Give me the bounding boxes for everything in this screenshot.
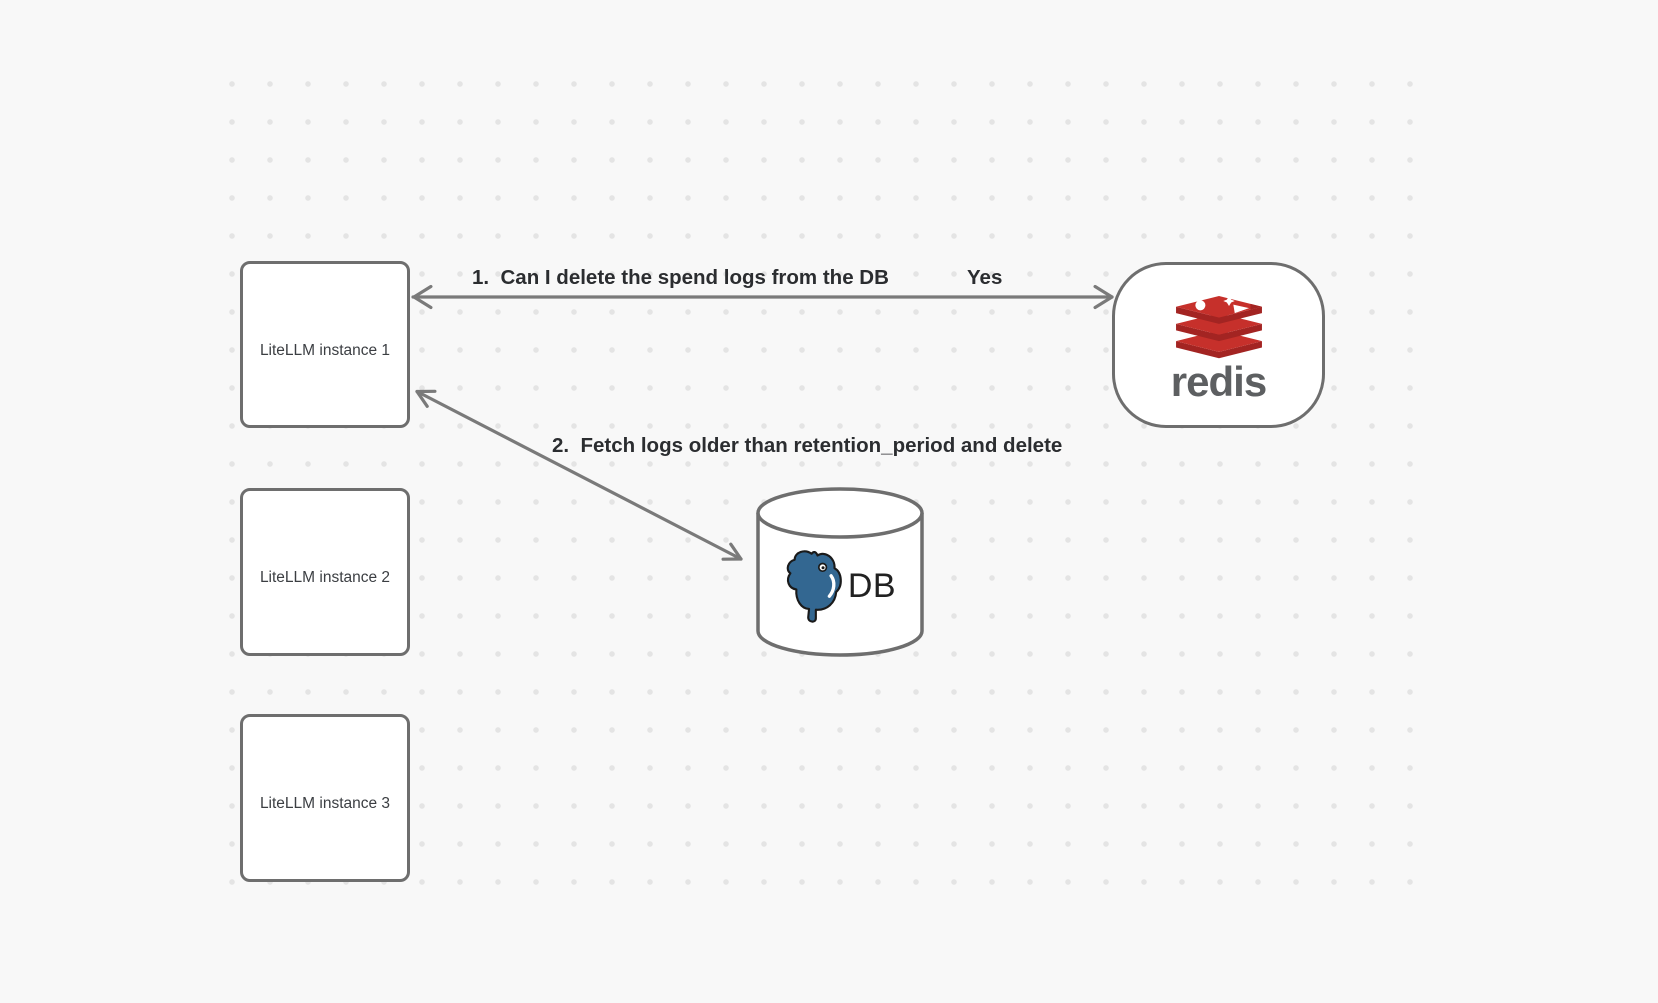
postgres-elephant-icon [786, 550, 842, 623]
node-litellm-instance-3[interactable]: LiteLLM instance 3 [240, 714, 410, 882]
node-litellm-instance-2[interactable]: LiteLLM instance 2 [240, 488, 410, 656]
redis-star-glyph [1222, 295, 1235, 306]
node-redis[interactable]: redis [1112, 262, 1325, 428]
redis-logo-icon [1175, 295, 1262, 358]
db-label: DB [847, 566, 897, 605]
node-database[interactable]: DB [751, 483, 929, 661]
edge-label-db-action[interactable]: 2. Fetch logs older than retention_perio… [552, 434, 1063, 457]
node-litellm-instance-1[interactable]: LiteLLM instance 1 [240, 261, 410, 428]
redis-notch-glyph [1250, 303, 1262, 310]
redis-wordmark: redis [1170, 357, 1267, 405]
node-label: LiteLLM instance 2 [259, 569, 391, 586]
node-label: LiteLLM instance 1 [259, 341, 391, 359]
redis-circle-glyph [1194, 299, 1205, 310]
node-label: LiteLLM instance 3 [259, 795, 391, 812]
edge-label-redis-response[interactable]: Yes [967, 266, 1003, 289]
redis-triangle-glyph [1232, 304, 1249, 313]
edge-label-redis-query[interactable]: 1. Can I delete the spend logs from the … [472, 266, 889, 289]
db-content: DB [751, 531, 929, 641]
